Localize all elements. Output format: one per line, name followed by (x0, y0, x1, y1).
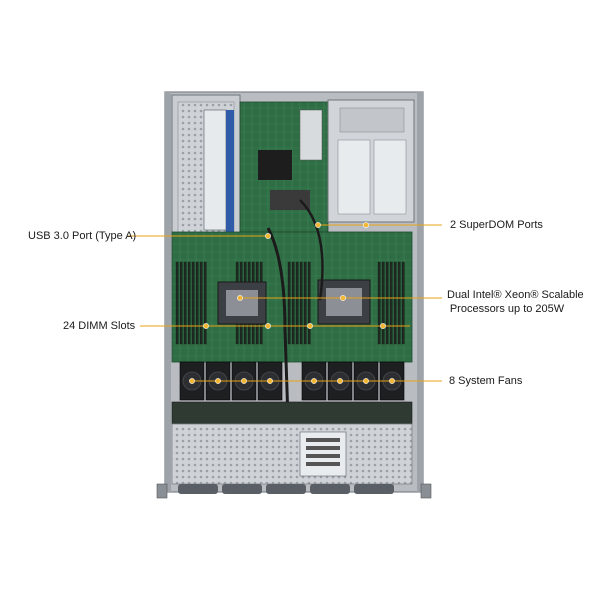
leader-dot (380, 323, 386, 329)
leader-dot (215, 378, 221, 384)
callout-cpu-line1: Dual Intel® Xeon® Scalable (447, 289, 584, 301)
leader-dot (340, 295, 346, 301)
callout-usb-label: USB 3.0 Port (Type A) (28, 230, 137, 242)
leader-dot (311, 378, 317, 384)
leader-dot (315, 222, 321, 228)
leader-dot (337, 378, 343, 384)
dimm-slot (179, 261, 183, 345)
dimm-slot (183, 261, 187, 345)
cpu-sockets (217, 279, 371, 325)
dimm-slot (299, 261, 303, 345)
dimm-slot (191, 261, 195, 345)
dimm-slot (295, 261, 299, 345)
dimm-slot (397, 261, 401, 345)
dimm-slot (393, 261, 397, 345)
dimm-slot (187, 261, 191, 345)
drive-bay (327, 99, 415, 223)
front-panel (171, 423, 413, 485)
front-bezels (178, 484, 394, 494)
callout-cpu-label: Dual Intel® Xeon® Scalable Processors up… (447, 288, 584, 316)
callout-leaders (128, 222, 442, 384)
dimm-slot (287, 261, 291, 345)
dimm-slot (175, 261, 179, 345)
leader-dot (265, 233, 271, 239)
dimm-slot (203, 261, 207, 345)
dimm-slot (401, 261, 405, 345)
dimm-slot (307, 261, 311, 345)
callout-fans-label: 8 System Fans (449, 375, 523, 387)
leader-dot (203, 323, 209, 329)
dimm-slot (377, 261, 381, 345)
dimm-slot (303, 261, 307, 345)
callout-dimm-label: 24 DIMM Slots (63, 320, 136, 332)
leader-dot (363, 222, 369, 228)
callout-cpu-line2: Processors up to 205W (449, 303, 565, 315)
leader-dot (307, 323, 313, 329)
dimm-slot (381, 261, 385, 345)
leader-dot (265, 323, 271, 329)
dimm-slot (385, 261, 389, 345)
leader-dot (237, 295, 243, 301)
leader-dot (267, 378, 273, 384)
leader-dot (389, 378, 395, 384)
dimm-slot (195, 261, 199, 345)
leader-dot (241, 378, 247, 384)
dimm-slot (291, 261, 295, 345)
dimm-slot (199, 261, 203, 345)
leader-dot (363, 378, 369, 384)
dimm-slot (389, 261, 393, 345)
leader-dot (189, 378, 195, 384)
callout-superdom-label: 2 SuperDOM Ports (450, 219, 543, 231)
